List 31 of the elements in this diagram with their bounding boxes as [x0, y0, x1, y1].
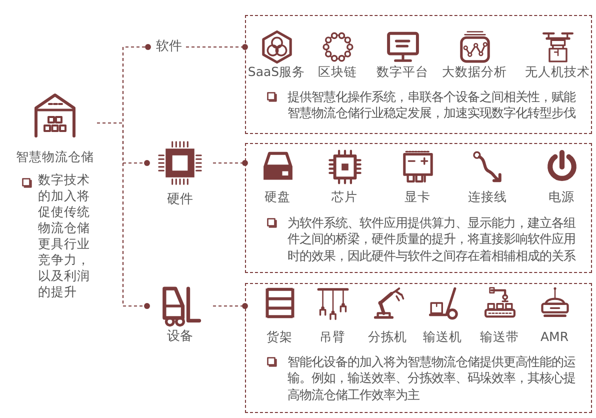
item-label: AMR	[540, 328, 569, 344]
dashed-panel	[245, 283, 592, 413]
item-label: 输送机	[423, 328, 462, 344]
item-label: 货架	[266, 328, 292, 344]
item-label: 输送带	[480, 328, 519, 344]
connector-line	[97, 122, 150, 309]
connector-line	[213, 160, 248, 166]
source-title: 智慧物流仓储	[16, 149, 94, 165]
item-label: 硬盘	[264, 188, 290, 204]
description-text: 数字技术的加入将促使传统物流仓储更具行业竞争力，以及利润的提升	[38, 172, 91, 300]
description-text: 智能化设备的加入将为智慧物流仓储提供更高性能的运输。例如，输送效率、分拣效率、码垛效率，其核心提高物流仓储工作效率为主	[288, 354, 576, 403]
connector-line	[213, 303, 248, 309]
item-label: 连接线	[468, 188, 507, 204]
item-label: 芯片	[332, 188, 358, 204]
description-text: 为软件系统、软件应用提供算力、显示能力，建立各组件之间的桥梁，硬件质量的提升，将直接影响软件应用时的效果，因此硬件与软件之间存在着相辅相成的关系	[288, 214, 577, 264]
item-label: 无人机技术	[525, 64, 590, 80]
connector-line	[186, 44, 248, 50]
item-label: 电源	[548, 188, 574, 204]
item-label: 分拣机	[368, 328, 407, 344]
item-label: 大数据分析	[442, 64, 507, 80]
dashed-panel	[245, 143, 592, 273]
item-label: SaaS服务	[248, 64, 306, 80]
item-label: 数字平台	[376, 64, 428, 80]
dashed-panel	[245, 15, 592, 134]
category-label: 硬件	[167, 192, 193, 208]
description-text: 提供智慧化操作系统，串联各个设备之间相关性，赋能智慧物流仓储行业稳定发展，加速实现数字化转型步伐	[288, 88, 577, 122]
item-label: 显卡	[404, 188, 430, 204]
category-label: 设备	[167, 329, 193, 345]
item-label: 吊臂	[320, 328, 346, 344]
category-label: 软件	[156, 39, 182, 55]
item-label: 区块链	[318, 64, 357, 80]
